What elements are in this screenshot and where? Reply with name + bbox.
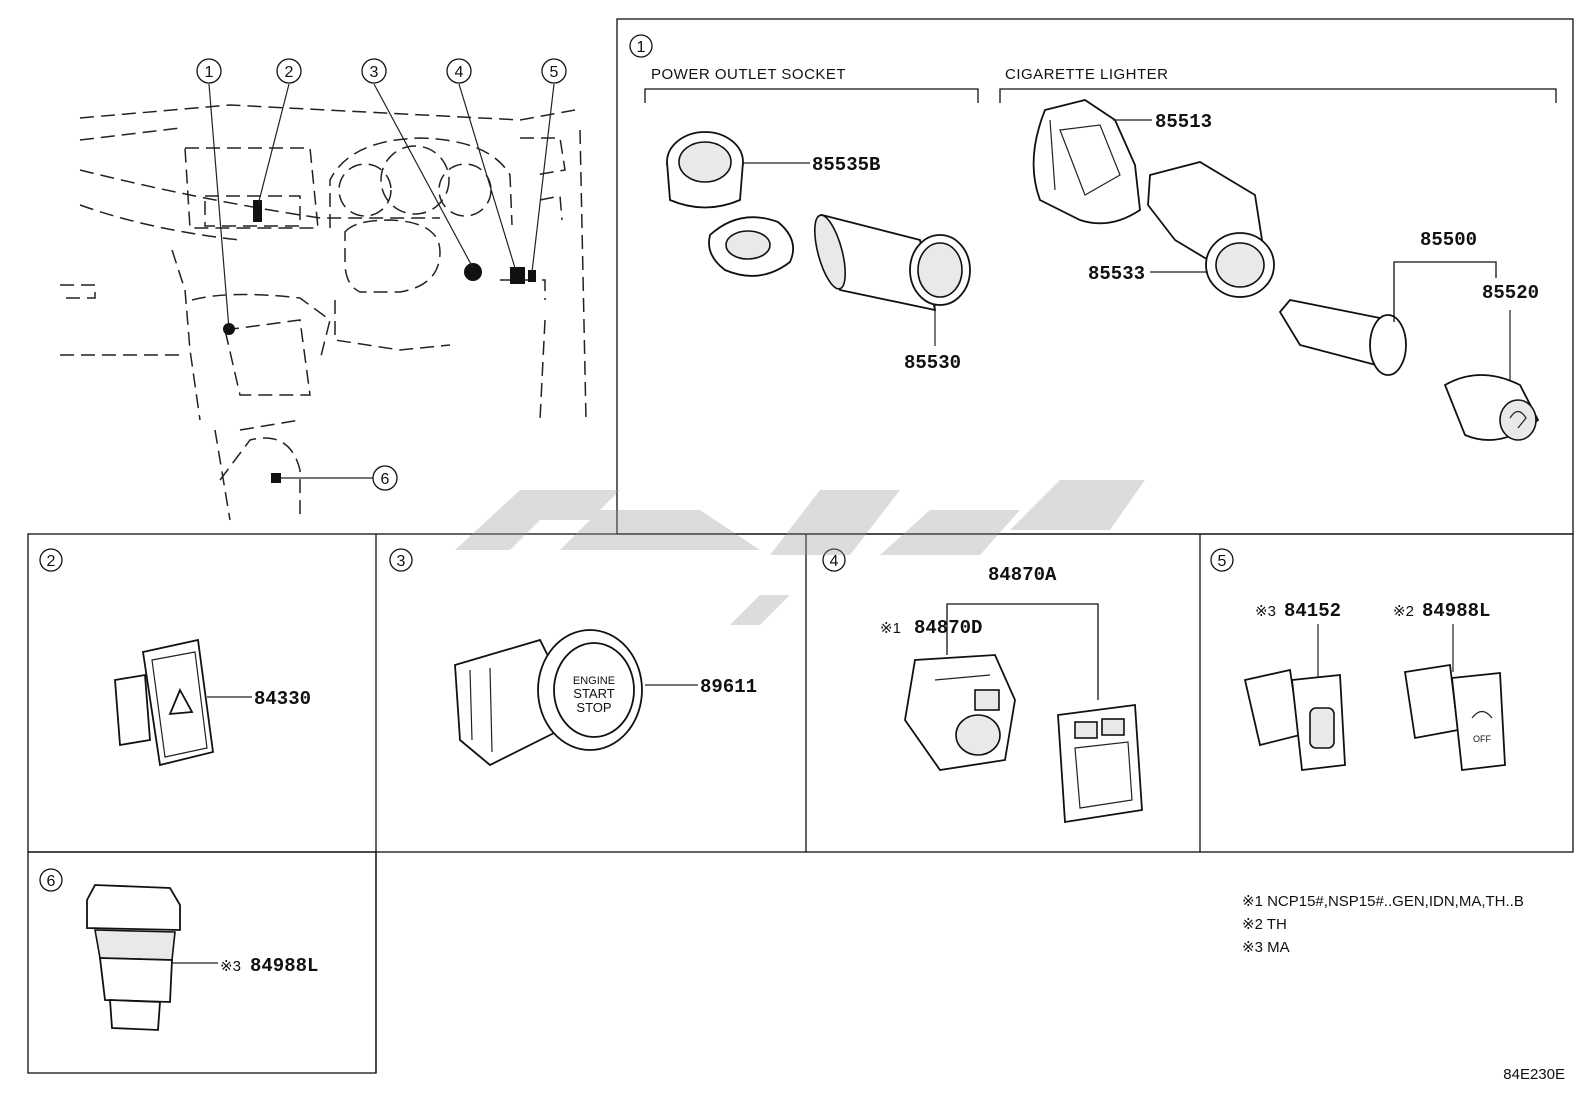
power-socket-housing-drawing xyxy=(666,131,794,277)
lighter-knob-drawing xyxy=(1443,374,1540,441)
power-socket-body-drawing xyxy=(813,213,971,312)
part-84988L: 84988L xyxy=(1422,600,1490,622)
switch-bezel-drawing xyxy=(1057,703,1143,824)
location-marker-2 xyxy=(253,200,262,222)
part-85500: 85500 xyxy=(1420,229,1477,251)
panel-borders xyxy=(27,18,1574,1074)
part-85533: 85533 xyxy=(1088,263,1145,285)
note-2: ※2 TH xyxy=(1242,916,1287,933)
callout-5: 5 xyxy=(550,64,559,81)
part-84988L-panel6: 84988L xyxy=(250,955,318,977)
row-panels-border xyxy=(27,533,1574,853)
overview-callouts: 1 2 3 4 5 6 xyxy=(196,58,567,491)
engine-label: ENGINE xyxy=(573,675,615,687)
mirror-switch-drawing xyxy=(904,654,1016,771)
footnotes: ※1 NCP15#,NSP15#..GEN,IDN,MA,TH..B ※2 TH… xyxy=(1242,893,1565,1083)
note-3: ※3 MA xyxy=(1242,939,1290,956)
part-89611: 89611 xyxy=(700,676,757,698)
hazard-switch-drawing xyxy=(114,638,214,767)
part-85513: 85513 xyxy=(1155,111,1212,133)
callout-3: 3 xyxy=(370,64,379,81)
panel-6-index: 6 xyxy=(47,873,56,890)
stop-label: STOP xyxy=(576,700,611,715)
panel-1-index: 1 xyxy=(637,39,646,56)
panel-3-index: 3 xyxy=(397,553,406,570)
part-85520: 85520 xyxy=(1482,282,1539,304)
mark-3: ※3 xyxy=(1255,603,1276,620)
panel-5: 5 ※3 84152 ※2 84988L OFF xyxy=(1210,548,1506,771)
power-outlet-header: POWER OUTLET SOCKET xyxy=(651,66,846,83)
lighter-element-drawing xyxy=(1278,299,1407,376)
mark-2: ※2 xyxy=(1393,603,1414,620)
part-84152: 84152 xyxy=(1284,600,1341,622)
part-85535B: 85535B xyxy=(812,154,880,176)
mark-1: ※1 xyxy=(880,620,901,637)
dashboard-overview xyxy=(60,83,587,521)
panel-2: 2 84330 xyxy=(39,548,311,767)
figure-code: 84E230E xyxy=(1503,1066,1565,1083)
headlight-level-switch-drawing xyxy=(1243,668,1346,771)
callout-1: 1 xyxy=(205,64,214,81)
panel-4: 4 84870A ※1 84870D xyxy=(822,548,1143,824)
panel-4-index: 4 xyxy=(830,553,839,570)
start-stop-button-drawing: ENGINE START STOP xyxy=(454,629,643,767)
note-1: ※1 NCP15#,NSP15#..GEN,IDN,MA,TH..B xyxy=(1242,893,1524,910)
part-85530: 85530 xyxy=(904,352,961,374)
panel-6-border xyxy=(27,851,377,1074)
location-marker-6 xyxy=(271,473,281,483)
lighter-retainer-drawing xyxy=(1032,99,1141,225)
mark-3-panel6: ※3 xyxy=(220,958,241,975)
panel-3: 3 ENGINE START STOP 89611 xyxy=(389,548,757,767)
watermark-logo xyxy=(455,480,1145,625)
panel-5-index: 5 xyxy=(1218,553,1227,570)
panel-6: 6 ※3 84988L xyxy=(39,868,318,1031)
location-marker-5 xyxy=(528,270,536,282)
lighter-holder-drawing xyxy=(1147,161,1275,298)
cigarette-lighter-header: CIGARETTE LIGHTER xyxy=(1005,66,1169,83)
part-84330: 84330 xyxy=(254,688,311,710)
panel-1: 1 POWER OUTLET SOCKET CIGARETTE LIGHTER … xyxy=(629,34,1557,441)
part-84870A: 84870A xyxy=(988,564,1057,586)
location-marker-4 xyxy=(510,267,525,284)
start-label: START xyxy=(573,686,614,701)
callout-6: 6 xyxy=(381,471,390,488)
vsc-off-switch-drawing: OFF xyxy=(1403,663,1506,771)
location-marker-3 xyxy=(464,263,482,281)
part-84870D: 84870D xyxy=(914,617,982,639)
callout-2: 2 xyxy=(285,64,294,81)
vsc-switch-drawing xyxy=(86,884,181,1031)
panel-2-index: 2 xyxy=(47,553,56,570)
callout-4: 4 xyxy=(455,64,464,81)
off-label: OFF xyxy=(1473,734,1491,744)
